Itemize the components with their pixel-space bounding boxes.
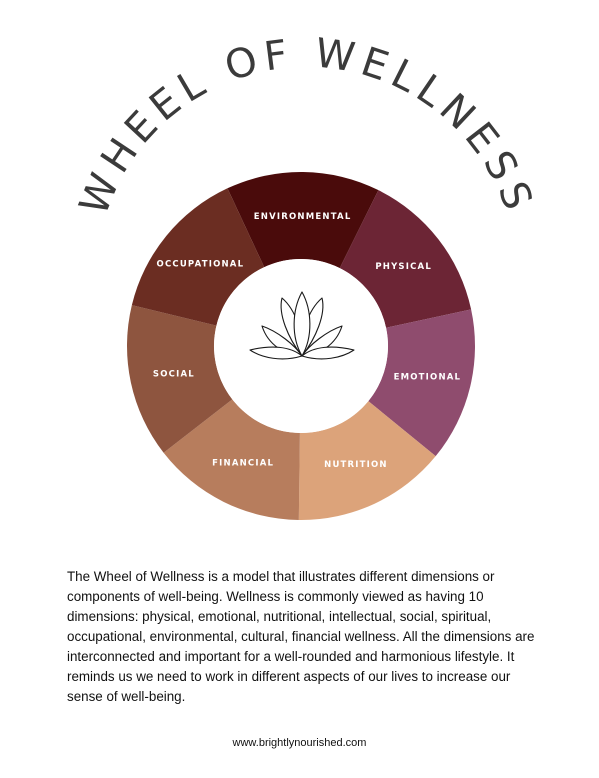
website-url: www.brightlynourished.com: [232, 737, 367, 749]
segment-label-financial: FINANCIAL: [212, 458, 274, 468]
lotus-icon: [249, 291, 355, 360]
segment-environmental: [227, 172, 379, 269]
segment-social: [127, 305, 233, 453]
segment-label-social: SOCIAL: [153, 369, 195, 379]
segment-label-emotional: EMOTIONAL: [394, 373, 462, 383]
segment-nutrition: [298, 401, 436, 520]
segment-occupational: [131, 188, 265, 326]
wellness-wheel-diagram: WHEEL OF WELLNESS ENVIRONMENTALPHYSICALE…: [71, 30, 537, 520]
segment-physical: [339, 190, 472, 328]
description-paragraph: The Wheel of Wellness is a model that il…: [67, 569, 535, 704]
segment-emotional: [368, 309, 476, 457]
segment-label-nutrition: NUTRITION: [324, 460, 388, 470]
segment-label-environmental: ENVIRONMENTAL: [254, 212, 352, 222]
wheel-segments: ENVIRONMENTAL PHYSICAL EMOTIONAL NUTRITION F…: [127, 172, 476, 520]
segment-financial: [163, 399, 300, 520]
segment-label-occupational: OCCUPATIONAL: [157, 260, 245, 270]
segment-label-physical: PHYSICAL: [375, 262, 432, 272]
